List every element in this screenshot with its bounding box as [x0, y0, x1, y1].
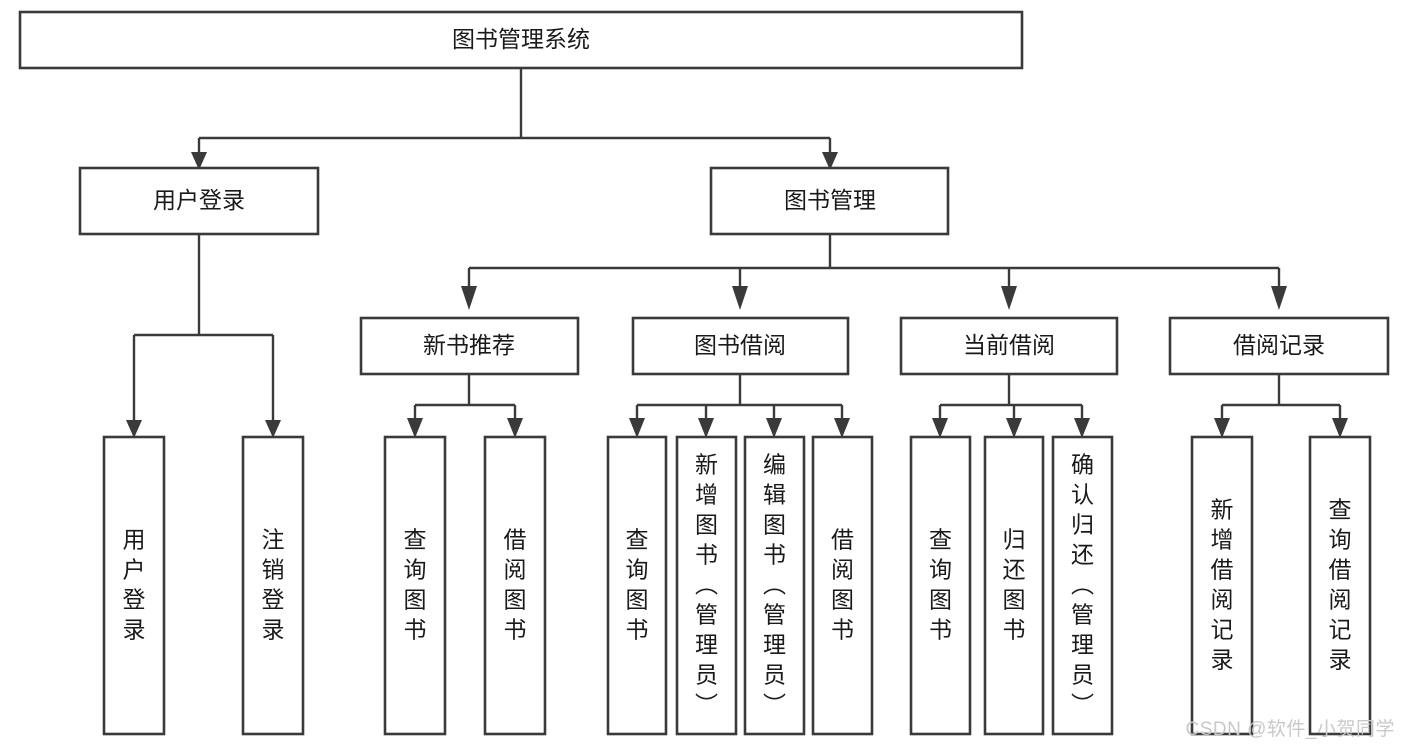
leaf-node-label: 确认归还︵管理员︶	[1071, 452, 1094, 718]
leaf-node[interactable]: 确认归还︵管理员︶	[1051, 435, 1114, 736]
leaf-node-label: 查询图书	[929, 527, 952, 643]
arrow-head-icon	[191, 152, 207, 170]
leaf-node-box[interactable]	[606, 435, 668, 736]
node-label-user-login: 用户登录	[153, 187, 245, 213]
arrow-head-icon	[265, 420, 281, 438]
arrow-head-icon	[1271, 286, 1287, 310]
node-book-borrow[interactable]: 图书借阅	[631, 316, 850, 376]
leaf-node[interactable]: 编辑图书︵管理员︶	[743, 435, 806, 736]
leaf-node-label: 编辑图书︵管理员︶	[763, 452, 786, 718]
leaf-node[interactable]: 查询借阅记录	[1308, 435, 1372, 736]
leaf-node-box[interactable]	[1051, 435, 1114, 736]
node-label-borrow-record: 借阅记录	[1233, 332, 1325, 358]
arrow-head-icon	[1332, 418, 1348, 438]
leaf-node-label: 归还图书	[1003, 527, 1026, 643]
arrow-head-icon	[698, 418, 714, 438]
leaf-node-label: 新增借阅记录	[1211, 497, 1234, 673]
leaf-node-label: 借阅图书	[504, 527, 527, 643]
arrow-head-icon	[1214, 418, 1230, 438]
leaf-node-box[interactable]	[241, 435, 305, 736]
connector-group-book-borrow	[629, 374, 850, 438]
connector-group-borrow-record	[1214, 374, 1348, 438]
node-label-book-management: 图书管理	[784, 187, 876, 213]
node-root-system[interactable]: 图书管理系统	[18, 10, 1024, 70]
connector-group-book-mgmt	[461, 234, 1287, 310]
leaf-node-box[interactable]	[1190, 435, 1254, 736]
arrow-head-icon	[507, 418, 523, 438]
node-box-book-management[interactable]	[709, 166, 950, 236]
node-label-current-borrow: 当前借阅	[963, 332, 1055, 358]
node-user-login[interactable]: 用户登录	[78, 166, 320, 236]
leaf-node-box[interactable]	[383, 435, 447, 736]
node-box-user-login[interactable]	[78, 166, 320, 236]
leaf-node-box[interactable]	[811, 435, 874, 736]
leaf-node[interactable]: 新增图书︵管理员︶	[675, 435, 738, 736]
leaf-node[interactable]: 注销登录	[241, 435, 305, 736]
arrow-head-icon	[766, 418, 782, 438]
node-box-borrow-record[interactable]	[1168, 316, 1390, 376]
connector-group-current-borrow	[932, 374, 1090, 438]
leaf-node-label: 注销登录	[262, 527, 285, 643]
arrow-head-icon	[629, 418, 645, 438]
leaf-node-label: 查询图书	[404, 527, 427, 643]
leaf-node[interactable]: 借阅图书	[483, 435, 547, 736]
connector-group-user-login	[126, 234, 281, 438]
arrow-head-icon	[834, 418, 850, 438]
arrow-head-icon	[1001, 286, 1017, 310]
leaf-node-box[interactable]	[675, 435, 738, 736]
leaf-node[interactable]: 借阅图书	[811, 435, 874, 736]
leaf-node[interactable]: 查询图书	[909, 435, 972, 736]
node-label-new-book-recommend: 新书推荐	[423, 332, 515, 358]
leaf-node-box[interactable]	[1308, 435, 1372, 736]
leaf-node-layer: 用户登录 注销登录 查询图书 借阅图书 查询图书 新增图书︵管理员︶ 编辑图书︵管理员︶ 借阅…	[102, 435, 1372, 736]
leaf-node-box[interactable]	[743, 435, 806, 736]
leaf-node-label: 新增图书︵管理员︶	[695, 452, 718, 718]
leaf-node-label: 用户登录	[123, 527, 146, 643]
arrow-head-icon	[1006, 418, 1022, 438]
leaf-node[interactable]: 归还图书	[983, 435, 1045, 736]
arrow-head-icon	[407, 418, 423, 438]
node-box-new-book-recommend[interactable]	[359, 316, 580, 376]
leaf-node-box[interactable]	[983, 435, 1045, 736]
arrow-head-icon	[732, 286, 748, 310]
node-box-root[interactable]	[18, 10, 1024, 70]
node-book-management[interactable]: 图书管理	[709, 166, 950, 236]
leaf-node[interactable]: 新增借阅记录	[1190, 435, 1254, 736]
leaf-node-box[interactable]	[102, 435, 166, 736]
arrow-head-icon	[822, 152, 838, 170]
leaf-node-label: 查询借阅记录	[1329, 497, 1352, 673]
leaf-node[interactable]: 用户登录	[102, 435, 166, 736]
node-box-current-borrow[interactable]	[899, 316, 1119, 376]
leaf-node[interactable]: 查询图书	[383, 435, 447, 736]
leaf-node-label: 借阅图书	[831, 527, 854, 643]
node-label-book-borrow: 图书借阅	[694, 332, 786, 358]
leaf-node-box[interactable]	[909, 435, 972, 736]
leaf-node-box[interactable]	[483, 435, 547, 736]
node-new-book-recommend[interactable]: 新书推荐	[359, 316, 580, 376]
leaf-node-label: 查询图书	[626, 527, 649, 643]
arrow-head-icon	[461, 286, 477, 310]
connector-group-root	[191, 68, 838, 170]
node-label-root: 图书管理系统	[452, 26, 590, 52]
node-borrow-record[interactable]: 借阅记录	[1168, 316, 1390, 376]
leaf-node[interactable]: 查询图书	[606, 435, 668, 736]
node-current-borrow[interactable]: 当前借阅	[899, 316, 1119, 376]
connector-group-new-book-rec	[407, 374, 523, 438]
arrow-head-icon	[932, 418, 948, 438]
node-box-book-borrow[interactable]	[631, 316, 850, 376]
arrow-head-icon	[126, 420, 142, 438]
arrow-head-icon	[1074, 418, 1090, 438]
